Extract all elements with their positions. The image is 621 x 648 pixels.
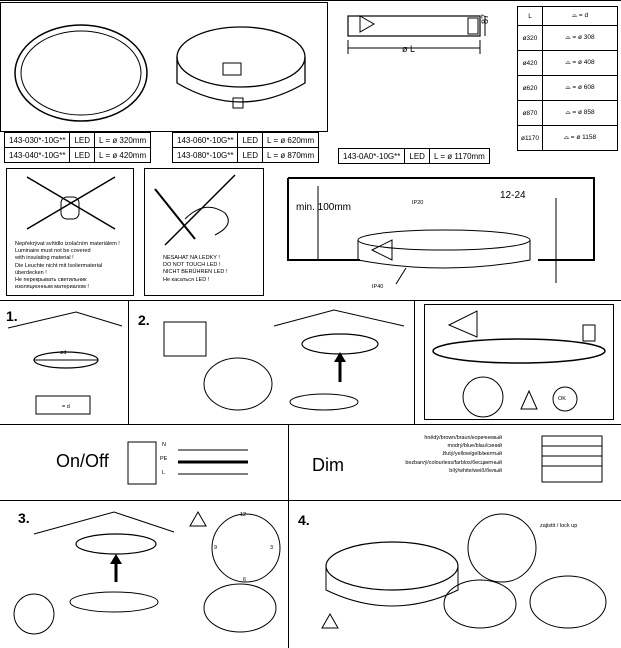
table-row: ø870⌓ = ø 858 (517, 100, 618, 126)
model-code: 143-0A0*-10G** (337, 148, 406, 164)
led-warning-panel: NESAHAT NA LEDKY ! DO NOT TOUCH LED ! NI… (144, 168, 264, 296)
table-row: ø320⌓ = ø 308 (517, 25, 618, 51)
model-type: LED (404, 148, 430, 164)
table-row: ø1170⌓ = ø 1158 (517, 125, 618, 151)
divider (128, 300, 129, 424)
table-row: 143-030*-10G** LED L = ø 320mm (3, 132, 152, 148)
d-icon: ⌓ (565, 34, 571, 41)
clock-9: 9 (214, 545, 218, 551)
model-type: LED (69, 132, 96, 148)
model-code: 143-080*-10G** (171, 147, 239, 163)
lock-label: zajistit / lock up (540, 523, 578, 529)
step-4-number: 4. (298, 512, 310, 528)
insulation-warning-icon (26, 176, 116, 230)
step-2-drawing (163, 309, 405, 411)
onoff-terminal-drawing (127, 441, 248, 485)
divider (0, 300, 621, 301)
table-row: ø620⌓ = ø 608 (517, 75, 618, 101)
step-1-number: 1. (6, 308, 18, 324)
step-2-number: 2. (138, 312, 150, 328)
wire-color-list: hnědý/brown/braun/коричневый modrý/blue/… (405, 435, 502, 474)
step-4-drawing (321, 513, 607, 629)
ring-clip-panel: OK (424, 304, 614, 420)
no-touch-led-icon (154, 174, 236, 246)
dim-terminal-drawing (541, 435, 603, 483)
model-code: 143-040*-10G** (3, 147, 71, 163)
step-3-drawing (13, 510, 281, 635)
model-type: LED (69, 147, 96, 163)
ceiling-install-diagram (287, 177, 595, 285)
step-3-number: 3. (18, 510, 30, 526)
ring-clip-drawing (432, 310, 606, 418)
table-row: L⌓ = d (517, 6, 618, 26)
divider (414, 300, 415, 424)
insulation-text: Nepřekrývat svítidlo izolačním materiále… (15, 241, 120, 291)
table-row: ø420⌓ = ø 408 (517, 50, 618, 76)
ok-label: OK (558, 396, 566, 402)
luminaire-side-view (14, 24, 306, 122)
clock-3: 3 (270, 545, 274, 551)
divider (288, 424, 289, 500)
product-views-panel (0, 2, 328, 132)
model-size: L = ø 320mm (94, 132, 152, 148)
model-size: L = ø 870mm (262, 147, 320, 163)
terminal-n: N (162, 442, 166, 448)
divider (288, 500, 289, 648)
d-small-label: = d (62, 404, 70, 410)
model-type: LED (237, 147, 264, 163)
model-code: 143-030*-10G** (3, 132, 71, 148)
model-table-right: 143-0A0*-10G** LED L = ø 1170mm (337, 148, 490, 164)
table-row: 143-040*-10G** LED L = ø 420mm (3, 147, 152, 163)
d-icon: ⌓ (565, 84, 571, 91)
profile-drawing (347, 15, 486, 54)
table-row: 143-080*-10G** LED L = ø 870mm (171, 147, 320, 163)
min-distance-label: min. 100mm (296, 202, 352, 213)
clock-6: 6 (243, 577, 247, 583)
table-row: 143-0A0*-10G** LED L = ø 1170mm (337, 148, 490, 164)
diameter-label: ø L (402, 44, 416, 54)
terminal-l: L (162, 470, 166, 476)
ip40-label: IP40 (372, 284, 384, 290)
model-table-mid: 143-060*-10G** LED L = ø 620mm 143-080*-… (171, 132, 320, 163)
dim-label: Dim (312, 455, 344, 475)
top-border (0, 0, 621, 1)
d-icon: ⌓ (565, 59, 571, 66)
range-label: 12-24 (500, 190, 526, 201)
divider (0, 424, 621, 425)
terminal-pe: PE (160, 456, 168, 462)
d-icon: ⌓ (571, 12, 578, 19)
d-icon: ⌓ (565, 109, 571, 116)
d-label: ød (60, 350, 67, 356)
height-label: 87 (480, 13, 491, 25)
model-size: L = ø 620mm (262, 132, 320, 148)
model-size: L = ø 420mm (94, 147, 152, 163)
d-icon: ⌓ (563, 134, 569, 141)
table-row: 143-060*-10G** LED L = ø 620mm (171, 132, 320, 148)
insulation-warning-panel: Nepřekrývat svítidlo izolačním materiále… (6, 168, 134, 296)
clock-12: 12 (240, 512, 247, 518)
step-1-drawing (7, 311, 123, 415)
divider (0, 500, 621, 501)
onoff-label: On/Off (56, 451, 109, 471)
led-warning-text: NESAHAT NA LEDKY ! DO NOT TOUCH LED ! NI… (163, 255, 228, 283)
model-size: L = ø 1170mm (428, 148, 490, 164)
diameter-table: L⌓ = d ø320⌓ = ø 308 ø420⌓ = ø 408 ø620⌓… (517, 6, 618, 151)
model-code: 143-060*-10G** (171, 132, 239, 148)
model-table-left: 143-030*-10G** LED L = ø 320mm 143-040*-… (3, 132, 152, 163)
ip20-label: IP20 (412, 200, 424, 206)
model-type: LED (237, 132, 264, 148)
